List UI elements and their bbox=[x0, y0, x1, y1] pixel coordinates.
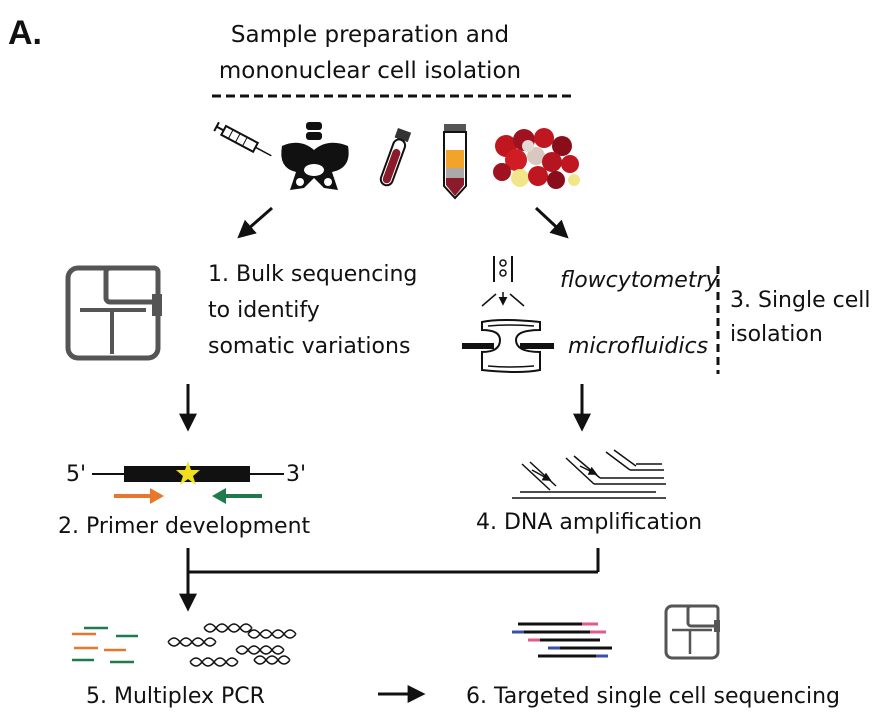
panel-label: A. bbox=[8, 14, 42, 52]
dna-strand-icon bbox=[92, 461, 284, 485]
step6-label: 6. Targeted single cell sequencing bbox=[466, 684, 841, 709]
step4-label: 4. DNA amplification bbox=[476, 510, 703, 535]
pcr-primers-icon bbox=[72, 626, 138, 664]
arrow-to-single-cell bbox=[534, 206, 569, 239]
sequencing-reads-icon bbox=[512, 622, 612, 658]
method-flowcytometry: flowcytometry bbox=[560, 268, 719, 293]
pelvis-bone-icon bbox=[281, 122, 349, 190]
blood-tube-icon bbox=[379, 127, 412, 187]
step1-line-3: somatic variations bbox=[208, 334, 411, 359]
five-prime-label: 5' bbox=[66, 462, 87, 487]
amplification-lines-icon bbox=[512, 449, 666, 499]
cells-icon bbox=[493, 128, 580, 189]
step3-line-1: 3. Single cell bbox=[730, 288, 871, 313]
small-sequencer-icon bbox=[664, 604, 720, 660]
method-microfluidics: microfluidics bbox=[568, 334, 709, 359]
merge-connector bbox=[179, 548, 600, 612]
primer-arrow-icon bbox=[114, 488, 262, 504]
header-line-2: mononuclear cell isolation bbox=[218, 58, 522, 84]
variant-star-icon bbox=[176, 461, 200, 485]
flow-nozzle-icon bbox=[481, 256, 525, 307]
dna-helix-icon bbox=[167, 623, 297, 667]
step5-label: 5. Multiplex PCR bbox=[86, 684, 265, 709]
microfluidic-chip-icon bbox=[462, 319, 554, 373]
step3-line-2: isolation bbox=[730, 322, 823, 347]
centrifuge-tube-icon bbox=[443, 124, 467, 200]
arrow-to-bulk bbox=[237, 206, 273, 239]
three-prime-label: 3' bbox=[286, 462, 307, 487]
syringe-icon bbox=[213, 121, 272, 157]
sequencer-icon bbox=[65, 265, 162, 361]
step2-label: 2. Primer development bbox=[58, 514, 311, 539]
step1-line-1: 1. Bulk sequencing bbox=[208, 262, 418, 287]
step1-line-2: to identify bbox=[208, 298, 320, 323]
header-line-1: Sample preparation and bbox=[230, 22, 510, 48]
